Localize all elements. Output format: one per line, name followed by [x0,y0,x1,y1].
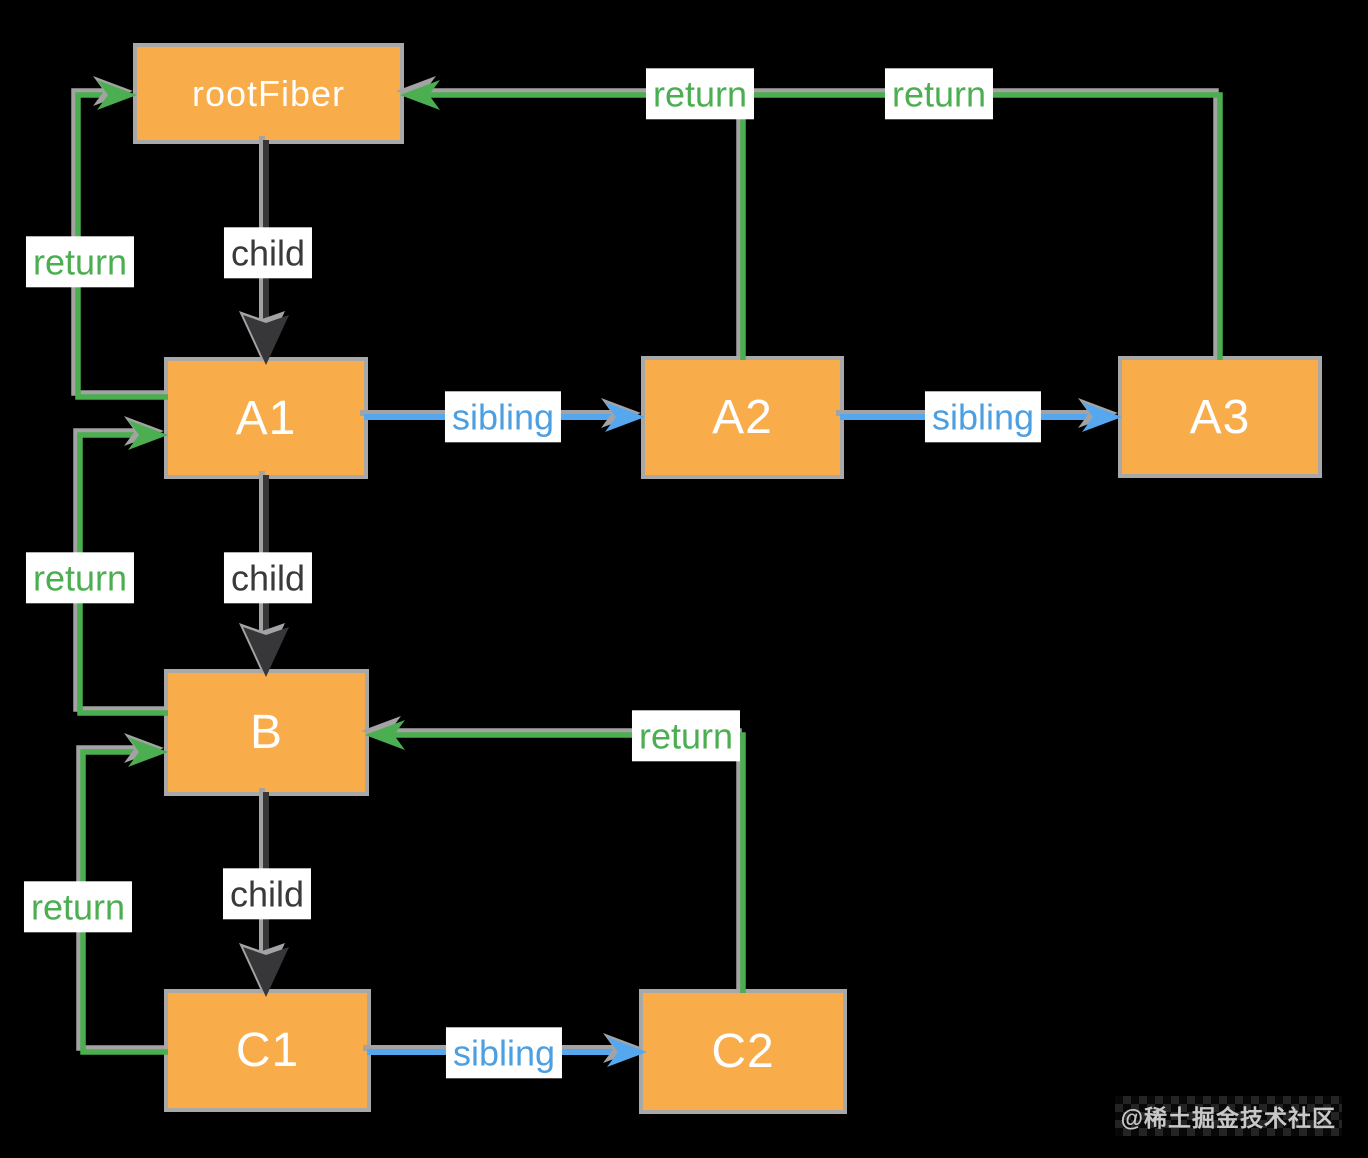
edge-label-sibling: sibling [444,391,562,443]
edge-label-child: child [223,552,313,604]
edge-label-return: return [25,552,135,604]
node-A3: A3 [1122,360,1318,474]
edge-label-return: return [631,710,741,762]
edge-line [373,732,746,993]
node-label: C1 [235,1024,300,1077]
node-label: B [249,706,283,759]
child-arrowhead-icon [243,627,289,677]
sibling-arrowhead-icon [1082,402,1122,432]
return-arrowhead-icon [97,80,137,110]
child-arrowhead-icon [243,947,289,997]
return-arrowhead-icon [128,420,168,450]
edge-label-sibling: sibling [924,391,1042,443]
edge-label-child: child [222,868,312,920]
edge-label-return: return [23,881,133,933]
edge-label-return: return [884,68,994,120]
node-A1: A1 [168,361,364,475]
node-label: A3 [1189,390,1251,444]
edge-label-return: return [25,236,135,288]
child-arrowhead-icon [243,315,289,365]
watermark: @稀土掘金技术社区 [1114,1096,1342,1136]
edge-label-return: return [645,68,755,120]
return-arrowhead-icon [365,720,405,750]
node-A2: A2 [645,360,840,475]
node-label: rootFiber [191,72,346,114]
edge-label-sibling: sibling [445,1027,563,1079]
return-arrowhead-icon [400,80,440,110]
node-C2: C2 [643,993,843,1110]
sibling-arrowhead-icon [607,1037,647,1067]
node-label: A1 [235,391,297,445]
edge-label-child: child [223,227,313,279]
node-rootFiber: rootFiber [137,47,400,140]
node-C1: C1 [168,993,367,1108]
return-arrowhead-icon [128,737,168,767]
node-B: B [168,673,365,792]
node-label: C2 [711,1025,775,1078]
sibling-arrowhead-icon [605,402,645,432]
node-label: A2 [712,391,773,444]
